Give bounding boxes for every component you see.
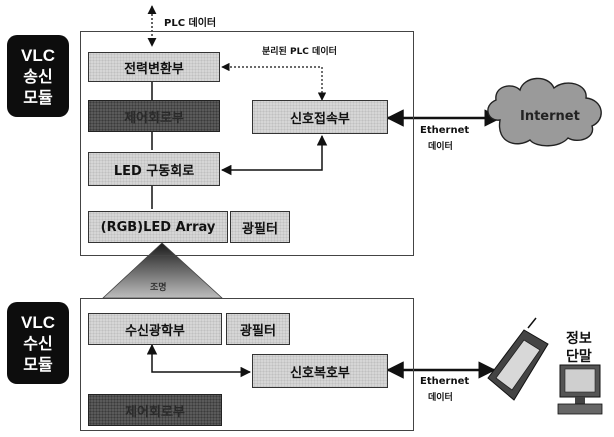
receive-badge-line2: 수신 <box>23 333 52 354</box>
transmit-control-circuit-block[interactable]: 제어회로부 <box>88 100 220 132</box>
internet-label: Internet <box>520 109 580 124</box>
transmit-badge-line3: 모듈 <box>23 87 52 108</box>
led-array-block[interactable]: (RGB)LED Array <box>88 211 228 243</box>
transmit-control-circuit-label: 제어회로부 <box>124 107 184 126</box>
optical-receiver-label: 수신광학부 <box>125 320 185 339</box>
transmit-badge-line2: 송신 <box>23 66 52 87</box>
transmit-optical-filter-label: 광필터 <box>242 218 278 237</box>
pda-icon <box>488 318 548 400</box>
receive-control-circuit-label: 제어회로부 <box>125 401 185 420</box>
receive-badge-line1: VLC <box>21 312 55 333</box>
desktop-computer-icon <box>558 365 602 414</box>
led-driver-block[interactable]: LED 구동회로 <box>88 152 220 186</box>
led-driver-label: LED 구동회로 <box>114 160 194 179</box>
receive-badge-line3: 모듈 <box>23 354 52 375</box>
transmit-optical-filter-block[interactable]: 광필터 <box>230 211 290 243</box>
optical-receiver-block[interactable]: 수신광학부 <box>88 313 222 345</box>
transmit-badge-line1: VLC <box>21 45 55 66</box>
receive-module-badge: VLC 수신 모듈 <box>7 302 69 384</box>
signal-interface-label: 신호접속부 <box>290 108 350 127</box>
separated-plc-data-label: 분리된 PLC 데이터 <box>262 44 337 57</box>
receive-optical-filter-block[interactable]: 광필터 <box>226 313 290 345</box>
power-converter-block[interactable]: 전력변환부 <box>88 52 220 82</box>
power-converter-label: 전력변환부 <box>124 58 184 77</box>
receive-optical-filter-label: 광필터 <box>240 320 276 339</box>
ethernet-bottom-label-2: 데이터 <box>428 390 453 403</box>
led-array-label: (RGB)LED Array <box>101 220 216 235</box>
ethernet-top-label-1: Ethernet <box>420 125 469 136</box>
signal-decoder-label: 신호복호부 <box>290 362 350 381</box>
light-beam-label: 조명 <box>150 280 167 293</box>
signal-decoder-block[interactable]: 신호복호부 <box>252 354 388 388</box>
transmit-module-badge: VLC 송신 모듈 <box>7 35 69 117</box>
signal-interface-block[interactable]: 신호접속부 <box>252 100 388 134</box>
plc-data-label: PLC 데이터 <box>164 14 216 29</box>
ethernet-top-label-2: 데이터 <box>428 139 453 152</box>
receive-control-circuit-block[interactable]: 제어회로부 <box>88 394 222 426</box>
info-terminal-label-1: 정보 <box>566 328 592 348</box>
ethernet-bottom-label-1: Ethernet <box>420 376 469 387</box>
info-terminal-label-2: 단말 <box>566 346 592 366</box>
